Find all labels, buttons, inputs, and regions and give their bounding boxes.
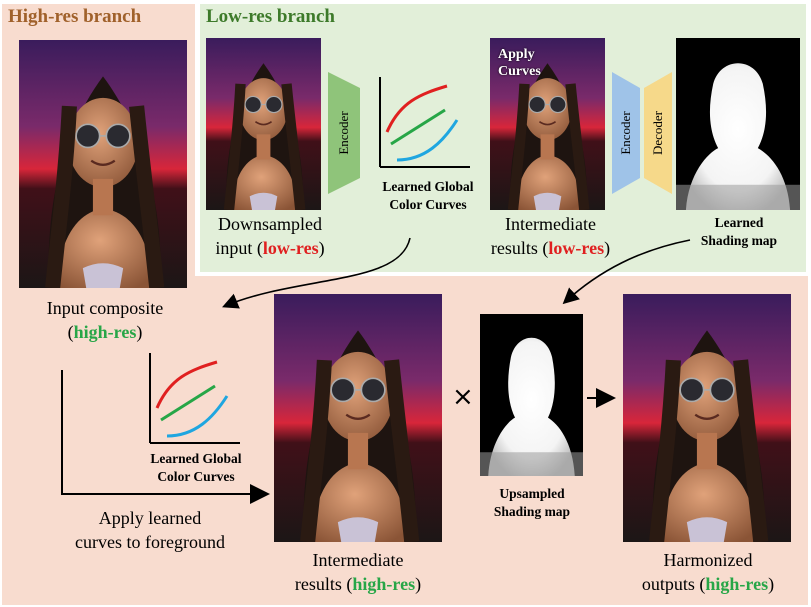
apply-learned-curves-caption: Apply learned curves to foreground <box>50 506 250 554</box>
multiply-symbol: × <box>452 382 474 412</box>
apply-curves-label: Apply Curves <box>498 46 541 80</box>
downsampled-input-caption: Downsampled input (low-res) <box>200 212 340 260</box>
encoder-block: Encoder <box>328 72 360 194</box>
upsampled-caption-line1: Upsampled <box>499 486 565 501</box>
curves-caption-line1: Learned Global <box>382 179 474 194</box>
upsampled-shading-caption: Upsampled Shading map <box>472 485 592 521</box>
learned-curves-plot-high-res <box>140 348 250 448</box>
curves-caption-line2: Color Curves <box>389 197 467 212</box>
intermediate-lowres-line2: results (low-res) <box>490 238 611 258</box>
encoder2-block: Encoder <box>612 72 640 194</box>
arrow-curves-to-high-res <box>222 237 411 309</box>
arrow-shading-to-upsampled <box>562 239 691 305</box>
learned-curves-caption-high-res: Learned Global Color Curves <box>136 450 256 486</box>
learned-curves-caption: Learned Global Color Curves <box>368 178 488 214</box>
low-res-tag: low-res <box>262 238 319 258</box>
apply-learned-line1: Apply learned <box>98 508 202 528</box>
input-composite-line2: (high-res) <box>67 322 143 342</box>
harmonized-output-image <box>623 294 791 542</box>
high-res-branch-title: High-res branch <box>8 6 142 27</box>
intermediate-low-res-image: Apply Curves <box>490 38 605 210</box>
harmonized-line2: outputs (high-res) <box>641 574 775 594</box>
learned-shading-caption: Learned Shading map <box>680 214 798 250</box>
high-res-tag: high-res <box>73 322 137 342</box>
curves-caption-hr-line1: Learned Global <box>150 451 242 466</box>
shading-caption-line1: Learned <box>714 215 764 230</box>
shading-caption-line2: Shading map <box>700 233 778 248</box>
input-composite-line1: Input composite <box>46 298 164 318</box>
downsampled-caption-line2: input (low-res) <box>215 238 325 258</box>
apply-curves-line1: Apply <box>498 47 535 62</box>
low-res-tag: low-res <box>548 238 605 258</box>
apply-curves-line2: Curves <box>498 64 541 79</box>
intermediate-lowres-line1: Intermediate <box>505 214 596 234</box>
harmonized-output-caption: Harmonized outputs (high-res) <box>618 548 798 596</box>
intermediate-high-res-caption: Intermediate results (high-res) <box>270 548 446 596</box>
input-composite-caption: Input composite (high-res) <box>20 296 190 344</box>
decoder-block: Decoder <box>644 72 672 194</box>
downsampled-caption-line1: Downsampled <box>218 214 322 234</box>
intermediate-high-res-image <box>274 294 442 542</box>
harmonized-line1: Harmonized <box>663 550 753 570</box>
upsampled-shading-map-image <box>480 314 583 476</box>
intermediate-highres-line1: Intermediate <box>312 550 404 570</box>
apply-learned-line2: curves to foreground <box>75 532 225 552</box>
intermediate-highres-line2: results (high-res) <box>294 574 422 594</box>
curves-caption-hr-line2: Color Curves <box>157 469 235 484</box>
apply-curves-elbow-arrow <box>61 370 270 504</box>
upsampled-caption-line2: Shading map <box>493 504 571 519</box>
high-res-tag: high-res <box>705 574 769 594</box>
intermediate-low-res-caption: Intermediate results (low-res) <box>478 212 623 260</box>
high-res-tag: high-res <box>352 574 416 594</box>
low-res-branch-title: Low-res branch <box>206 6 335 27</box>
